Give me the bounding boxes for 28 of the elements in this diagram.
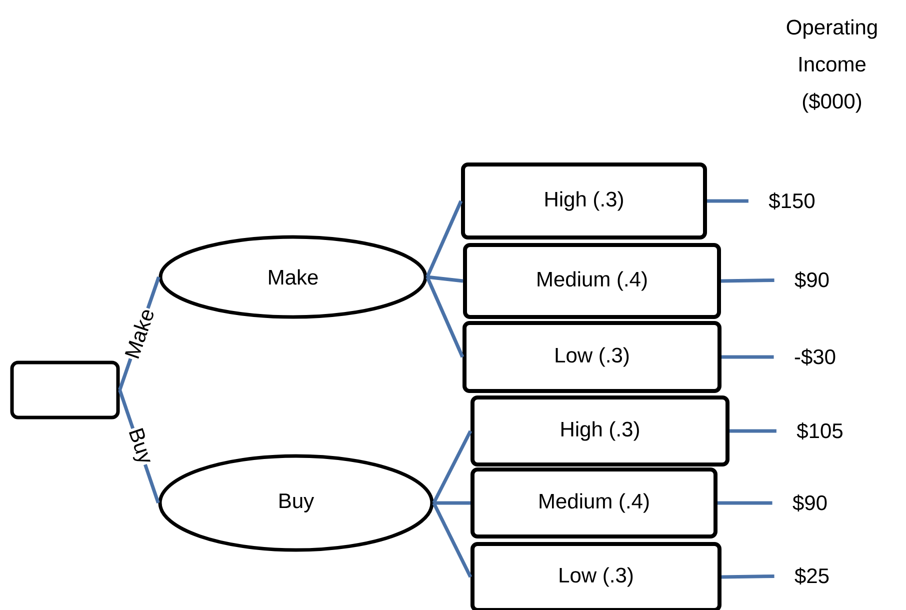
- connector-line: [427, 275, 464, 283]
- connector-line: [707, 199, 748, 203]
- payoff-value: $150: [768, 192, 815, 210]
- payoff-value: $90: [794, 272, 829, 288]
- connector-line: [434, 501, 470, 505]
- outcome-box: Low (.3): [470, 542, 722, 610]
- outcome-box: Low (.3): [462, 321, 722, 393]
- connector-line: [432, 502, 472, 578]
- payoff-value: $105: [796, 422, 842, 440]
- connector-line: [718, 501, 772, 505]
- outcome-box: Medium (.4): [470, 468, 718, 538]
- connector-line: [730, 429, 776, 433]
- connector-line: [720, 278, 774, 283]
- edge-label: Buy: [123, 425, 155, 468]
- edge-label: Make: [122, 305, 156, 362]
- outcome-box: High (.3): [461, 162, 707, 240]
- outcome-box: Medium (.4): [463, 243, 721, 319]
- connector-line: [426, 200, 463, 278]
- column-heading: Operating Income ($000): [786, 19, 877, 113]
- connector-line: [432, 430, 472, 504]
- payoff-value: -$30: [794, 348, 836, 366]
- outcome-box: High (.3): [470, 396, 730, 466]
- connector-line: [721, 574, 774, 579]
- connector-line: [426, 276, 464, 358]
- connector-line: [722, 355, 774, 359]
- payoff-value: $25: [794, 568, 829, 584]
- payoff-value: $90: [792, 494, 827, 512]
- decision-box: [10, 360, 120, 420]
